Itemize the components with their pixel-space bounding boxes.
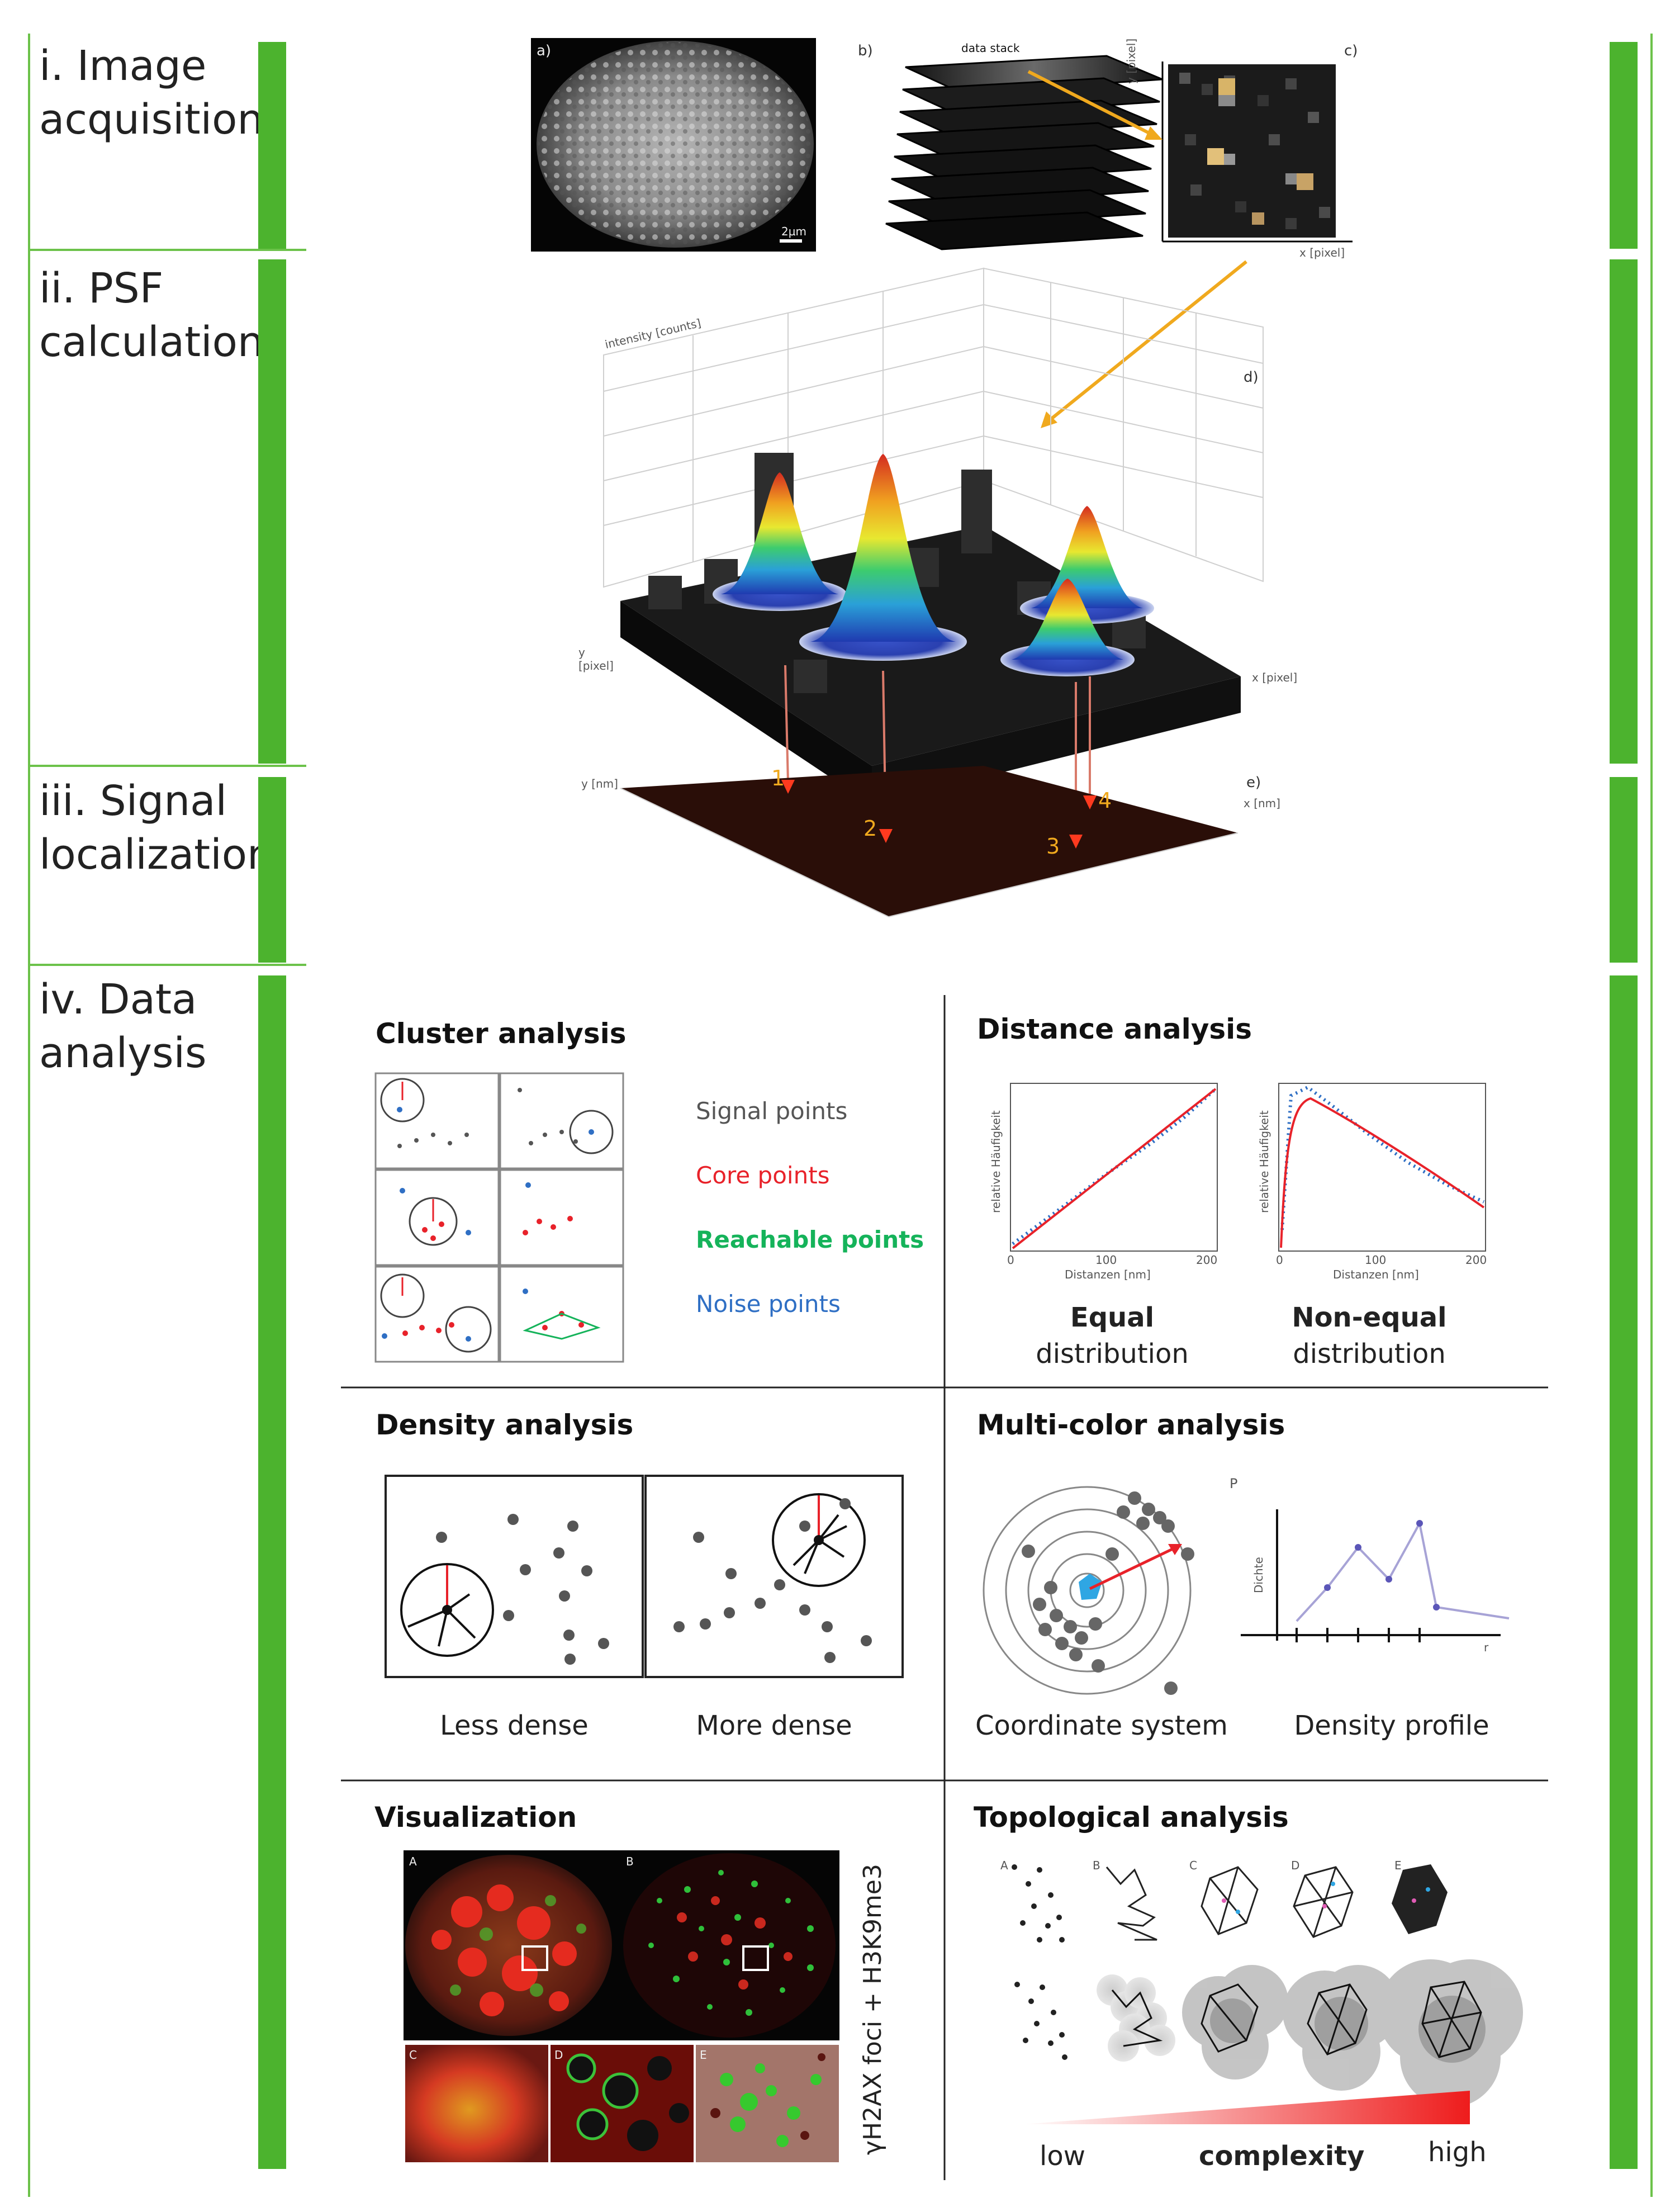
equal-tick-100: 100	[1095, 1253, 1117, 1267]
zoom-pixels	[1168, 64, 1336, 238]
density-analysis-title: Density analysis	[376, 1409, 634, 1441]
vis-panel-e-label: E	[700, 2048, 707, 2062]
multicolor-analysis-title: Multi-color analysis	[977, 1409, 1285, 1441]
equal-caption: distribution	[1036, 1338, 1189, 1370]
legend-reachable-points: Reachable points	[696, 1226, 924, 1253]
topo-panel-e-label: E	[1394, 1859, 1402, 1872]
vis-panel-a-label: A	[409, 1855, 417, 1868]
more-dense-caption: More dense	[696, 1710, 852, 1741]
profile-y-top-label: P	[1230, 1476, 1238, 1491]
equal-tick-200: 200	[1196, 1253, 1218, 1267]
topo-panel-a-label: A	[1000, 1859, 1008, 1872]
legend-core-points: Core points	[696, 1162, 830, 1189]
equal-xlabel: Distanzen [nm]	[1065, 1268, 1151, 1281]
nonequal-caption-bold: Non-equal	[1292, 1302, 1447, 1333]
localization-marker-1: 1	[771, 766, 785, 790]
data-stack-label: data stack	[961, 41, 1020, 55]
nonequal-tick-200: 200	[1465, 1253, 1487, 1267]
psf-x-axis-label: x [pixel]	[1252, 671, 1298, 684]
distance-analysis-title: Distance analysis	[977, 1013, 1252, 1045]
localization-x-axis-label: x [nm]	[1244, 797, 1280, 810]
visualization-title: Visualization	[374, 1801, 577, 1834]
stage-label-data-analysis: iv. Data analysis	[39, 975, 207, 1077]
equal-caption-bold: Equal	[1070, 1302, 1155, 1333]
density-profile-caption: Density profile	[1294, 1710, 1489, 1741]
panel-e-label: e)	[1246, 774, 1261, 791]
psf-y-axis-label: y [pixel]	[578, 646, 614, 672]
profile-xlabel: r	[1484, 1641, 1489, 1654]
scale-bar-label: 2µm	[781, 225, 806, 238]
topo-panel-c-label: C	[1189, 1859, 1197, 1872]
panel-d-label: d)	[1244, 369, 1259, 386]
vis-panel-d-label: D	[554, 2048, 563, 2062]
topo-panel-b-label: B	[1093, 1859, 1100, 1872]
stage-label-acquisition: i. Image acquisition	[39, 42, 264, 144]
cluster-analysis-title: Cluster analysis	[376, 1017, 627, 1050]
legend-noise-points: Noise points	[696, 1290, 841, 1318]
legend-signal-points: Signal points	[696, 1097, 848, 1125]
vis-panel-c-label: C	[409, 2048, 417, 2062]
stage-label-localization: iii. Signal localization	[39, 777, 273, 879]
nonequal-caption: distribution	[1293, 1338, 1446, 1370]
localization-y-axis-label: y [nm]	[581, 777, 618, 790]
topological-analysis-title: Topological analysis	[974, 1801, 1289, 1834]
equal-tick-0: 0	[1007, 1253, 1014, 1267]
nonequal-tick-0: 0	[1276, 1253, 1283, 1267]
localization-marker-2: 2	[863, 816, 877, 841]
less-dense-caption: Less dense	[440, 1710, 589, 1741]
complexity-label: complexity	[1199, 2140, 1365, 2172]
coordinate-system-caption: Coordinate system	[975, 1710, 1228, 1741]
panel-a-label: a)	[537, 42, 552, 59]
data-stack	[885, 55, 1163, 250]
nonequal-xlabel: Distanzen [nm]	[1333, 1268, 1419, 1281]
complexity-low-label: low	[1040, 2140, 1085, 2172]
nonequal-tick-100: 100	[1365, 1253, 1387, 1267]
localization-marker-4: 4	[1098, 788, 1112, 813]
zoom-x-axis-label: x [pixel]	[1299, 246, 1345, 259]
topo-panel-d-label: D	[1291, 1859, 1300, 1872]
stage-label-psf: ii. PSF calculation	[39, 264, 264, 366]
localization-marker-3: 3	[1046, 834, 1060, 859]
panel-c-label: c)	[1344, 42, 1358, 59]
complexity-high-label: high	[1428, 2137, 1487, 2168]
vis-panel-b-label: B	[626, 1855, 634, 1868]
localization-plane	[620, 766, 1238, 917]
panel-b-label: b)	[858, 42, 873, 59]
